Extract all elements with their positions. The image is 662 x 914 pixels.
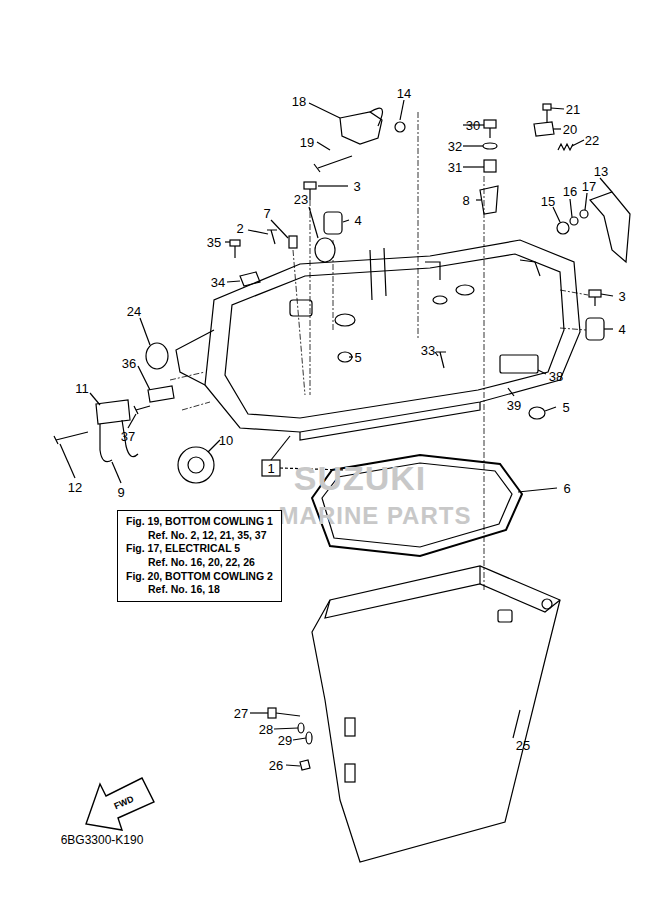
callout-number: 24 bbox=[127, 305, 141, 318]
callout-number: 13 bbox=[594, 165, 608, 178]
callout-number: 36 bbox=[122, 357, 136, 370]
callout-number: 14 bbox=[397, 87, 411, 100]
callout-number: 6 bbox=[563, 482, 570, 495]
callout-number: 19 bbox=[300, 136, 314, 149]
callout-number: 17 bbox=[582, 180, 596, 193]
callout-number: 10 bbox=[219, 434, 233, 447]
reference-note-box: Fig. 19, BOTTOM COWLING 1Ref. No. 2, 12,… bbox=[117, 510, 282, 602]
callout-number: 32 bbox=[448, 140, 462, 153]
drawing-code: 6BG3300-K190 bbox=[61, 834, 144, 846]
callout-number: 15 bbox=[541, 195, 555, 208]
callout-number: 33 bbox=[421, 344, 435, 357]
note-line: Fig. 19, BOTTOM COWLING 1 bbox=[126, 515, 273, 529]
callout-number: 4 bbox=[618, 323, 625, 336]
watermark: MARINE PARTS bbox=[279, 504, 472, 528]
note-line: Ref. No. 16, 20, 22, 26 bbox=[126, 556, 273, 570]
watermark: SUZUKI bbox=[294, 461, 427, 495]
callout-number: 8 bbox=[462, 194, 469, 207]
callout-number: 2 bbox=[236, 222, 243, 235]
callout-number: 21 bbox=[566, 103, 580, 116]
callout-number: 31 bbox=[448, 161, 462, 174]
callout-number: 39 bbox=[507, 399, 521, 412]
callout-number: 37 bbox=[121, 430, 135, 443]
note-line: Ref. No. 16, 18 bbox=[126, 583, 273, 597]
callout-number: 20 bbox=[563, 123, 577, 136]
callout-number: 9 bbox=[117, 486, 124, 499]
callout-number: 16 bbox=[563, 185, 577, 198]
callout-number: 3 bbox=[618, 290, 625, 303]
note-line: Fig. 17, ELECTRICAL 5 bbox=[126, 542, 273, 556]
callout-number: 30 bbox=[466, 119, 480, 132]
callout-number: 5 bbox=[562, 401, 569, 414]
callout-number: 29 bbox=[278, 734, 292, 747]
callout-number: 5 bbox=[354, 351, 361, 364]
callout-number: 1 bbox=[267, 462, 274, 475]
callout-number: 7 bbox=[263, 207, 270, 220]
callout-number: 34 bbox=[211, 276, 225, 289]
note-line: Ref. No. 2, 12, 21, 35, 37 bbox=[126, 529, 273, 543]
callout-number: 23 bbox=[294, 193, 308, 206]
callout-number: 27 bbox=[234, 707, 248, 720]
callout-number: 28 bbox=[259, 723, 273, 736]
callout-number: 38 bbox=[549, 370, 563, 383]
callout-number: 12 bbox=[68, 481, 82, 494]
callout-number: 25 bbox=[516, 739, 530, 752]
note-line: Fig. 20, BOTTOM COWLING 2 bbox=[126, 570, 273, 584]
callout-number: 22 bbox=[585, 134, 599, 147]
callout-number: 3 bbox=[353, 180, 360, 193]
callout-number: 4 bbox=[354, 214, 361, 227]
callout-number: 11 bbox=[75, 382, 89, 395]
callout-number: 26 bbox=[269, 759, 283, 772]
callout-number: 35 bbox=[207, 236, 221, 249]
callout-number: 18 bbox=[292, 95, 306, 108]
